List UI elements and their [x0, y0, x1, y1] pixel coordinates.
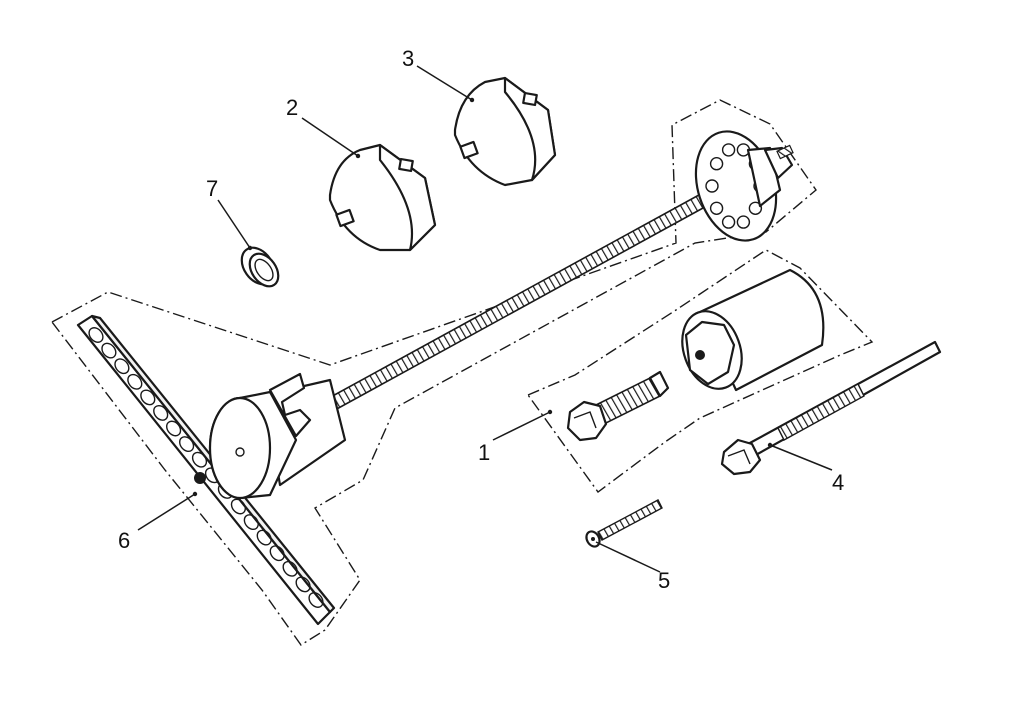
assembly-outline-main [50, 99, 817, 646]
part-2-cone-cap [328, 143, 437, 252]
bar-hole [269, 545, 285, 562]
callout-5: 5 [658, 568, 670, 593]
bar-hole [191, 451, 208, 468]
callout-2: 2 [286, 95, 298, 120]
flange-hole [721, 143, 736, 157]
flange-hole [748, 201, 763, 216]
part-1-cylinder [681, 268, 825, 392]
bar-hole [114, 358, 130, 375]
bar-hole [166, 420, 182, 437]
leader-lines [137, 65, 833, 573]
flange-hole [705, 179, 719, 193]
flange-right [694, 130, 794, 242]
assembly-outline-part-1 [526, 249, 874, 493]
flange-hole [721, 215, 736, 229]
part-7-ring [240, 246, 280, 288]
bar-hole [295, 576, 311, 593]
bar-hole [308, 592, 324, 608]
bar-hole [140, 389, 156, 406]
callout-6: 6 [118, 528, 130, 553]
bar-hole [88, 327, 104, 343]
bar-hole [243, 514, 259, 531]
bar-hole [179, 436, 195, 453]
bar-hole [256, 529, 272, 546]
part-4-long-bolt [720, 340, 942, 476]
callout-4: 4 [832, 470, 844, 495]
bar-hole [282, 560, 298, 577]
callout-7: 7 [206, 176, 218, 201]
callout-1: 1 [478, 440, 490, 465]
flange-hole [709, 201, 724, 216]
bar-hole [230, 498, 246, 515]
part-5-screw [585, 499, 663, 548]
bar-hole [153, 404, 169, 421]
flange-hole [736, 215, 751, 229]
bar-hole [127, 373, 143, 390]
flange-hole [709, 156, 724, 171]
bar-hole [101, 342, 117, 359]
callout-3: 3 [402, 46, 414, 71]
end-block-left [208, 372, 347, 500]
part-3-cone-cap [453, 76, 557, 187]
part-1-bolt [566, 370, 670, 442]
